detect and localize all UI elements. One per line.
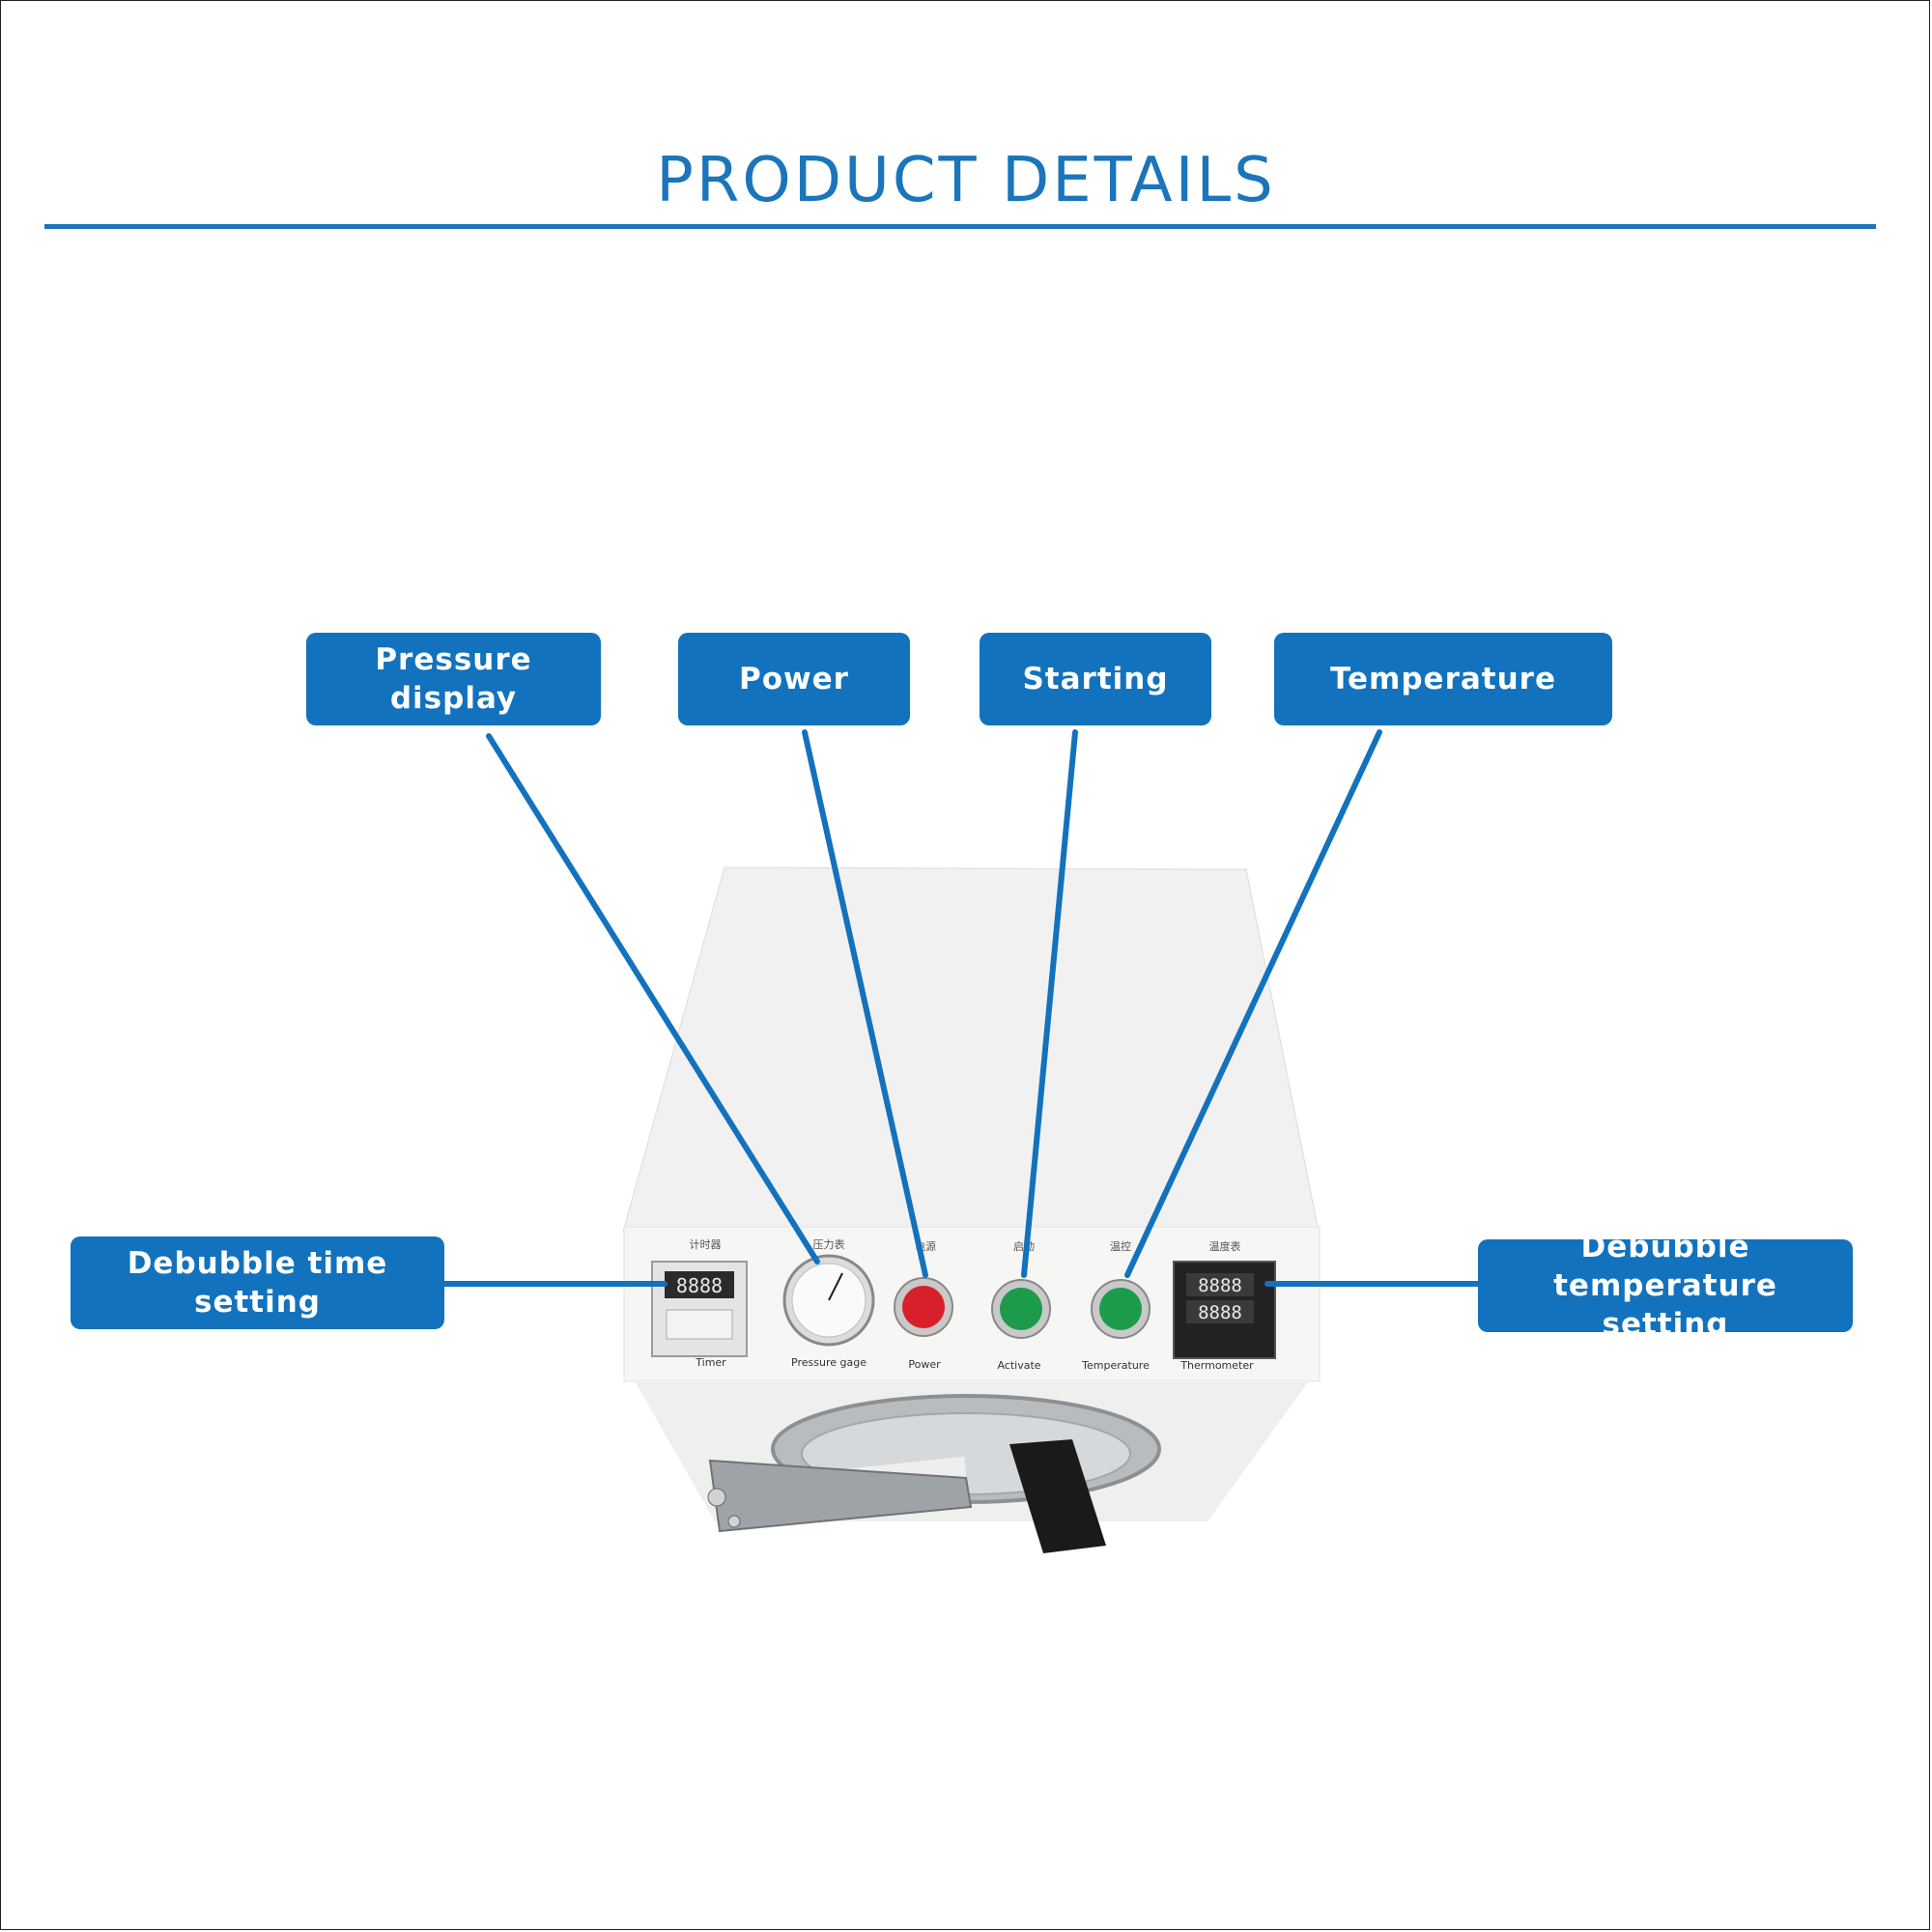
- pressure-gage-label: Pressure gage: [791, 1356, 867, 1369]
- title-underline: [44, 224, 1876, 229]
- callout-debubble-temperature-setting: Debubble temperature setting: [1478, 1230, 1853, 1342]
- lid-handle: [1009, 1439, 1106, 1553]
- pressure-cn-label: 压力表: [813, 1237, 845, 1251]
- temperature-button-lamp: [1099, 1288, 1142, 1330]
- clamp-bolt: [707, 1488, 726, 1507]
- timer-digits: 8888: [676, 1274, 723, 1297]
- thermometer-digits-bottom: 8888: [1198, 1302, 1242, 1323]
- leader-starting: [1021, 729, 1078, 1278]
- callout-pressure-display: Pressure display: [306, 633, 601, 725]
- leader-power: [802, 729, 928, 1278]
- leader-pressure-display: [486, 733, 820, 1264]
- thermometer-display-top: [1186, 1273, 1254, 1296]
- timer-label: Timer: [695, 1356, 726, 1369]
- callout-debubble-time-setting: Debubble time setting: [71, 1236, 444, 1329]
- timer-display: [665, 1271, 734, 1298]
- temperature-label: Temperature: [1081, 1359, 1150, 1372]
- thermometer-display-bottom: [1186, 1300, 1254, 1323]
- activate-button-lamp: [1000, 1288, 1042, 1330]
- leader-temperature: [1124, 729, 1382, 1278]
- timer-cn-label: 计时器: [690, 1238, 722, 1251]
- pressure-gauge-needle: [828, 1272, 843, 1301]
- power-button-lamp: [902, 1286, 945, 1328]
- activate-label: Activate: [997, 1359, 1040, 1372]
- clamp-bolt: [727, 1515, 741, 1528]
- thermometer-cn-label: 温度表: [1209, 1239, 1241, 1253]
- callout-power: Power: [678, 633, 910, 725]
- power-label: Power: [908, 1358, 941, 1371]
- thermometer-digits-top: 8888: [1198, 1275, 1242, 1296]
- temperature-cn-label: 温控: [1110, 1239, 1131, 1253]
- machine-top: [622, 867, 1320, 1233]
- clamp-arm: [708, 1459, 973, 1533]
- thermometer-label: Thermometer: [1179, 1359, 1254, 1372]
- page-title: PRODUCT DETAILS: [656, 145, 1276, 216]
- timer-switches: [666, 1309, 733, 1340]
- callout-starting: Starting: [980, 633, 1211, 725]
- callout-temperature: Temperature: [1274, 633, 1612, 725]
